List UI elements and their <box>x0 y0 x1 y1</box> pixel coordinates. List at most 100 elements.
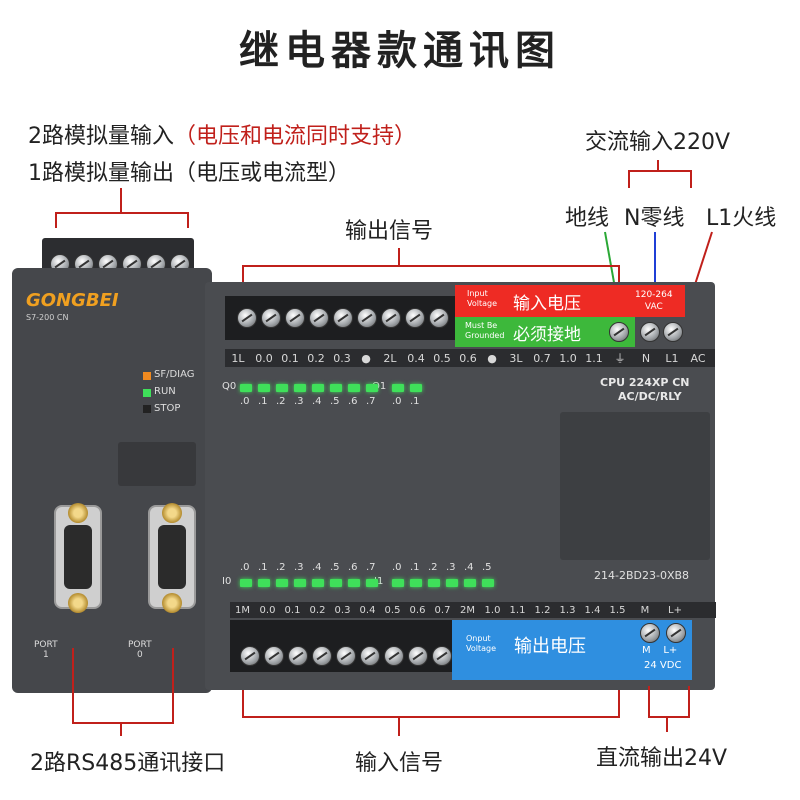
top-term-label: ● <box>361 351 371 365</box>
bottom-term-label: 0.1 <box>284 604 301 616</box>
analog-input-note: 2路模拟量输入（电压和电流同时支持） <box>28 118 416 150</box>
bottom-term-label: 0.3 <box>334 604 351 616</box>
q-led <box>330 384 342 392</box>
output-screw <box>333 308 353 328</box>
top-term-label: 1L <box>231 351 245 365</box>
bottom-term-label: 1M <box>235 604 250 616</box>
q-led <box>348 384 360 392</box>
lplus-screw <box>666 623 686 643</box>
i-led <box>428 579 440 587</box>
bottom-term-label: 1.5 <box>609 604 626 616</box>
ac-input-note: 交流输入220V <box>585 130 731 155</box>
top-term-label: 0.7 <box>533 351 551 365</box>
i-bit: .4 <box>312 562 322 573</box>
top-term-label: 0.4 <box>407 351 425 365</box>
neutral-note: N零线 <box>624 206 685 231</box>
must-ground-cn: 必须接地 <box>513 325 581 345</box>
i0-label: I0 <box>222 576 232 587</box>
bottom-term-label: 1.1 <box>509 604 526 616</box>
port-nut <box>68 503 88 523</box>
bottom-term-label: 0.5 <box>384 604 401 616</box>
port1-label: PORT 1 <box>34 640 58 660</box>
q-led <box>276 384 288 392</box>
bottom-term-label: 0.7 <box>434 604 451 616</box>
output-screw <box>381 308 401 328</box>
dc-connector <box>666 716 668 732</box>
output-screw <box>237 308 257 328</box>
input-screw <box>264 646 284 666</box>
i-bit: .4 <box>464 562 474 573</box>
rs485-note: 2路RS485通讯接口 <box>30 751 226 776</box>
dc-value: 24 VDC <box>644 660 682 671</box>
top-term-label: 1.1 <box>585 351 603 365</box>
i1-label: I1 <box>374 576 384 587</box>
i-led <box>294 579 306 587</box>
bottom-term-label: 1.0 <box>484 604 501 616</box>
cpu-type: AC/DC/RLY <box>618 390 682 403</box>
output-bracket <box>242 265 620 283</box>
bottom-term-label: M <box>640 604 650 616</box>
input-voltage-tag: Input Voltage 输入电压 120-264 VAC <box>455 285 685 317</box>
output-screw <box>405 308 425 328</box>
stop-led <box>143 405 151 413</box>
output-screw <box>285 308 305 328</box>
port-nut <box>68 593 88 613</box>
port-nut <box>162 593 182 613</box>
input-screw <box>240 646 260 666</box>
q-led <box>410 384 422 392</box>
expansion-cover[interactable] <box>560 412 710 560</box>
q-bit: .7 <box>366 396 376 407</box>
q-bit: .0 <box>392 396 402 407</box>
i-bit: .2 <box>428 562 438 573</box>
i-bit: .3 <box>446 562 456 573</box>
analog-connector <box>120 188 122 212</box>
i-led <box>258 579 270 587</box>
analog-input-label: 2路模拟量输入 <box>28 124 174 149</box>
ground-note: 地线 <box>565 206 610 231</box>
i-led <box>240 579 252 587</box>
part-number: 214-2BD23-0XB8 <box>594 569 690 582</box>
neutral-screw <box>640 322 660 342</box>
bottom-term-label: 1.3 <box>559 604 576 616</box>
q-led <box>240 384 252 392</box>
model-small: S7-200 CN <box>26 313 69 322</box>
sf-label: SF/DIAG <box>154 369 195 380</box>
i-led <box>464 579 476 587</box>
input-screw <box>408 646 428 666</box>
top-term-label: L1 <box>665 351 679 365</box>
top-term-label: 0.1 <box>281 351 299 365</box>
rs485-port-1[interactable] <box>54 503 102 613</box>
q-bit: .4 <box>312 396 322 407</box>
bottom-term-label: 0.6 <box>409 604 426 616</box>
brand-logo: GONGBEI <box>26 290 119 311</box>
output-voltage-cn: 输出电压 <box>514 636 586 657</box>
analog-input-highlight: （电压和电流同时支持） <box>174 124 417 149</box>
analog-bracket <box>55 212 189 228</box>
stop-label: STOP <box>154 403 181 414</box>
rs485-bracket <box>72 648 174 724</box>
ac-connector <box>657 160 659 170</box>
q1-label: Q1 <box>372 381 387 392</box>
ground-screw <box>609 322 629 342</box>
q-led <box>312 384 324 392</box>
cpu-model: CPU 224XP CN <box>600 376 690 389</box>
cover-tab[interactable] <box>118 442 196 486</box>
q-bit: .6 <box>348 396 358 407</box>
i-bit: .6 <box>348 562 358 573</box>
bottom-term-label: 2M <box>460 604 475 616</box>
input-label-strip: 1M 0.0 0.1 0.2 0.3 0.4 0.5 0.6 0.7 2M 1.… <box>230 602 716 618</box>
bottom-term-label: L+ <box>668 604 682 616</box>
top-term-label: ⏚ <box>614 352 626 365</box>
i-led <box>482 579 494 587</box>
top-term-label: ● <box>487 351 497 365</box>
q-led <box>366 384 378 392</box>
input-screw <box>360 646 380 666</box>
input-screw <box>336 646 356 666</box>
live-note: L1火线 <box>706 206 777 231</box>
top-term-label: 0.6 <box>459 351 477 365</box>
q0-label: Q0 <box>222 381 237 392</box>
bottom-term-label: 0.4 <box>359 604 376 616</box>
live-screw <box>663 322 683 342</box>
rs485-port-0[interactable] <box>148 503 196 613</box>
output-voltage-tag: Onput Voltage 输出电压 M L+ 24 VDC <box>452 620 692 680</box>
